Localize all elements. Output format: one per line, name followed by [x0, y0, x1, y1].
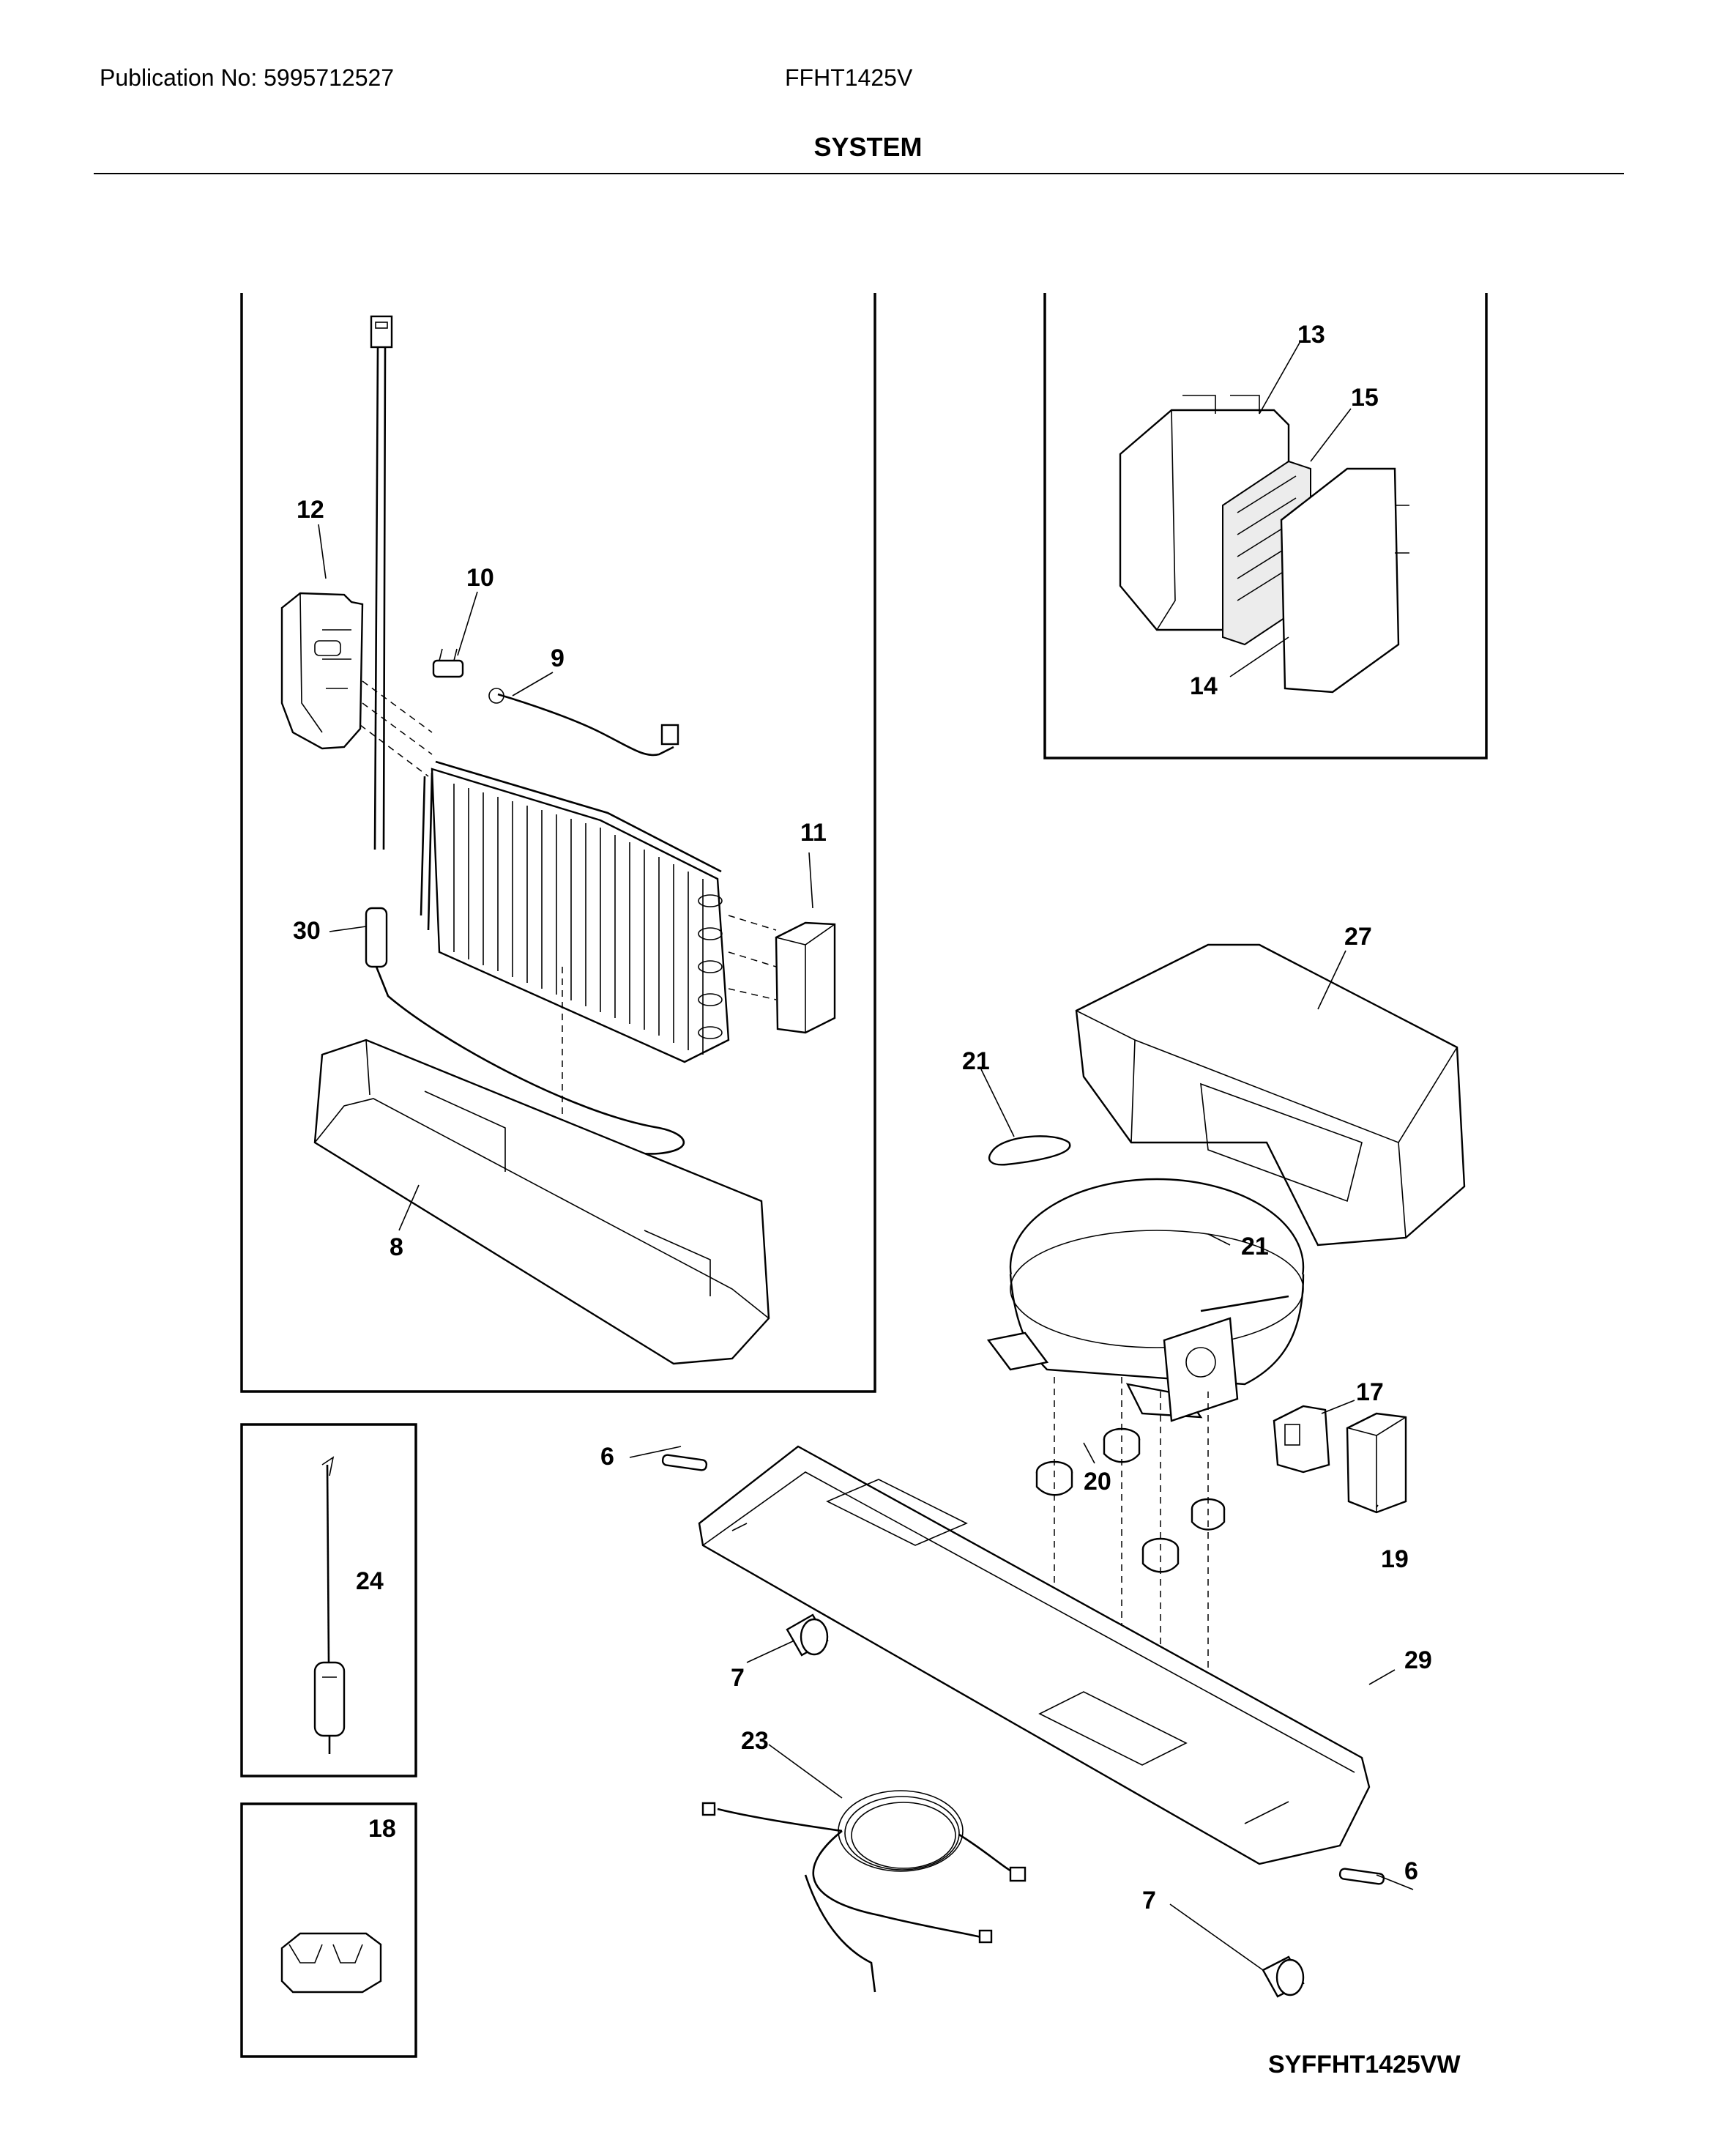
callout-8: 8: [390, 1233, 403, 1261]
callout-20: 20: [1084, 1468, 1111, 1496]
callout-21-right: 21: [1241, 1233, 1269, 1260]
leader-lines: [318, 524, 1414, 1971]
publication-number: Publication No: 5995712527: [100, 64, 395, 91]
inset-box-18: [240, 1802, 417, 2058]
callout-18: 18: [368, 1815, 396, 1843]
part-23-harness-coil: [701, 1790, 1027, 1993]
callout-9: 9: [551, 644, 565, 672]
callout-6-right: 6: [1404, 1857, 1418, 1885]
part-6-pin-left: [661, 1454, 708, 1471]
part-10-thermostat: [432, 648, 464, 678]
part-21-mount-clip-left: [988, 1135, 1071, 1166]
part-24-drier: [313, 1456, 346, 1754]
part-17-relay: [1273, 1405, 1330, 1474]
callout-29: 29: [1404, 1646, 1432, 1674]
evaporator-panel-frame: [240, 293, 876, 1393]
part-11-end-cover: [775, 921, 836, 1034]
leader-14: [1229, 636, 1289, 677]
part-20-grommets: [1035, 1427, 1226, 1573]
part-18-terminal-block: [280, 1932, 382, 1994]
diagram-code: SYFFHT1425VW: [1268, 2051, 1461, 2078]
harness-connector: [370, 315, 393, 850]
callout-19: 19: [1381, 1545, 1409, 1573]
callout-17: 17: [1356, 1378, 1384, 1406]
part-7-roller-left: [786, 1613, 829, 1657]
callout-14: 14: [1190, 672, 1218, 700]
leader-15: [1310, 408, 1352, 462]
callout-12: 12: [297, 496, 324, 524]
control-board-panel-frame: [1043, 293, 1488, 759]
callout-6-left: 6: [600, 1443, 614, 1471]
header-rule: [94, 173, 1624, 174]
part-19-overload-cover: [1346, 1412, 1407, 1514]
callout-21-top: 21: [962, 1047, 990, 1075]
part-7-roller-right: [1262, 1955, 1305, 1998]
compressor: [986, 1178, 1305, 1422]
leader-13: [1259, 342, 1300, 415]
callout-24: 24: [356, 1567, 384, 1595]
evaporator-coil: [420, 760, 730, 1063]
callout-30: 30: [293, 917, 321, 945]
part-6-pin-right: [1338, 1868, 1385, 1885]
callout-13: 13: [1297, 321, 1325, 349]
callout-15: 15: [1351, 384, 1379, 412]
model-number: FFHT1425V: [785, 64, 913, 91]
callout-10: 10: [466, 564, 494, 592]
part-9-sensor-wire: [488, 688, 679, 757]
part-8-drain-pan: [313, 1039, 770, 1365]
callout-27: 27: [1344, 923, 1372, 951]
callout-7-right: 7: [1142, 1887, 1156, 1914]
callout-23: 23: [741, 1727, 769, 1755]
callout-7-left: 7: [731, 1664, 745, 1692]
part-27-compressor-cover: [1075, 943, 1466, 1247]
part-12-heater-bracket: [280, 592, 364, 750]
part-29-base-pan: [698, 1445, 1371, 1865]
section-title: SYSTEM: [813, 132, 923, 162]
part-14-board-cover: [1280, 467, 1409, 694]
callout-11: 11: [800, 819, 827, 847]
inset-box-24: [240, 1423, 417, 1777]
